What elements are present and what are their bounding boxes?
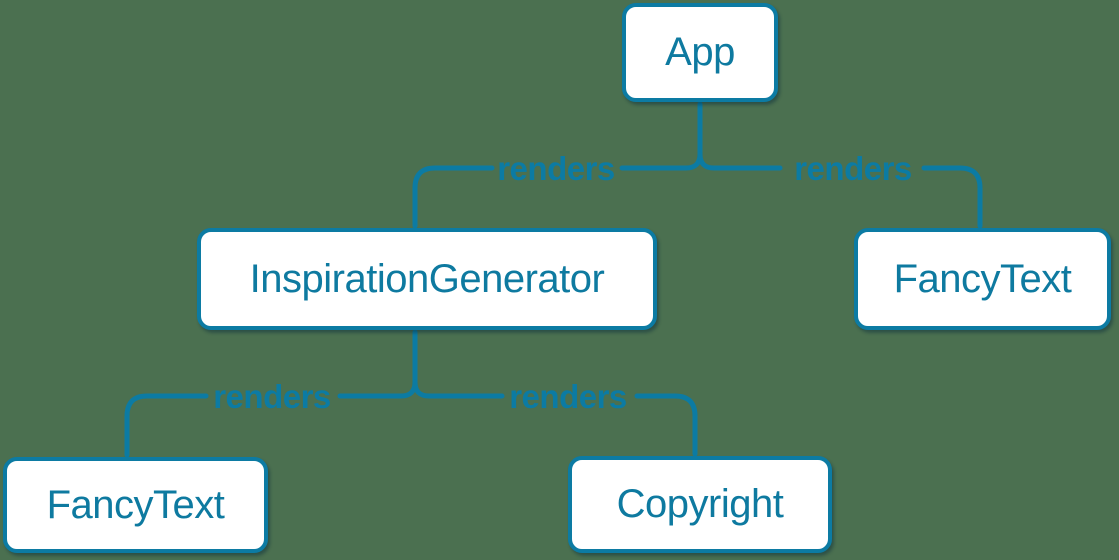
node-fancy-text-left-label: FancyText	[46, 482, 225, 527]
edge-ig-to-copyright-left-part	[412, 379, 505, 399]
edge-app-to-inspiration-generator-right-part	[619, 151, 703, 171]
node-app: App	[622, 3, 778, 102]
edge-app-to-fancy-text-left-part	[697, 151, 783, 171]
node-fancy-text-left: FancyText	[3, 457, 268, 553]
node-app-label: App	[665, 30, 735, 74]
edge-label-renders-app-ig: renders	[497, 150, 615, 187]
edge-ig-to-fancy-text-left-part	[124, 393, 209, 458]
edge-app-to-fancy-text-right-part	[921, 165, 983, 229]
edge-ig-to-copyright-right-part	[634, 393, 698, 457]
node-fancy-text-right: FancyText	[854, 228, 1111, 330]
node-inspiration-generator-label: InspirationGenerator	[249, 256, 605, 301]
edge-label-renders-ig-fancytext: renders	[213, 378, 331, 415]
edge-label-renders-ig-copyright: renders	[509, 378, 627, 415]
edge-label-renders-app-fancytext: renders	[794, 150, 912, 187]
edge-app-to-inspiration-generator-left-part	[412, 165, 495, 229]
edge-ig-to-fancy-text-right-part	[337, 379, 418, 399]
node-copyright-label: Copyright	[616, 482, 784, 526]
node-inspiration-generator: InspirationGenerator	[197, 228, 657, 330]
node-fancy-text-right-label: FancyText	[893, 256, 1072, 301]
node-copyright: Copyright	[568, 456, 832, 553]
